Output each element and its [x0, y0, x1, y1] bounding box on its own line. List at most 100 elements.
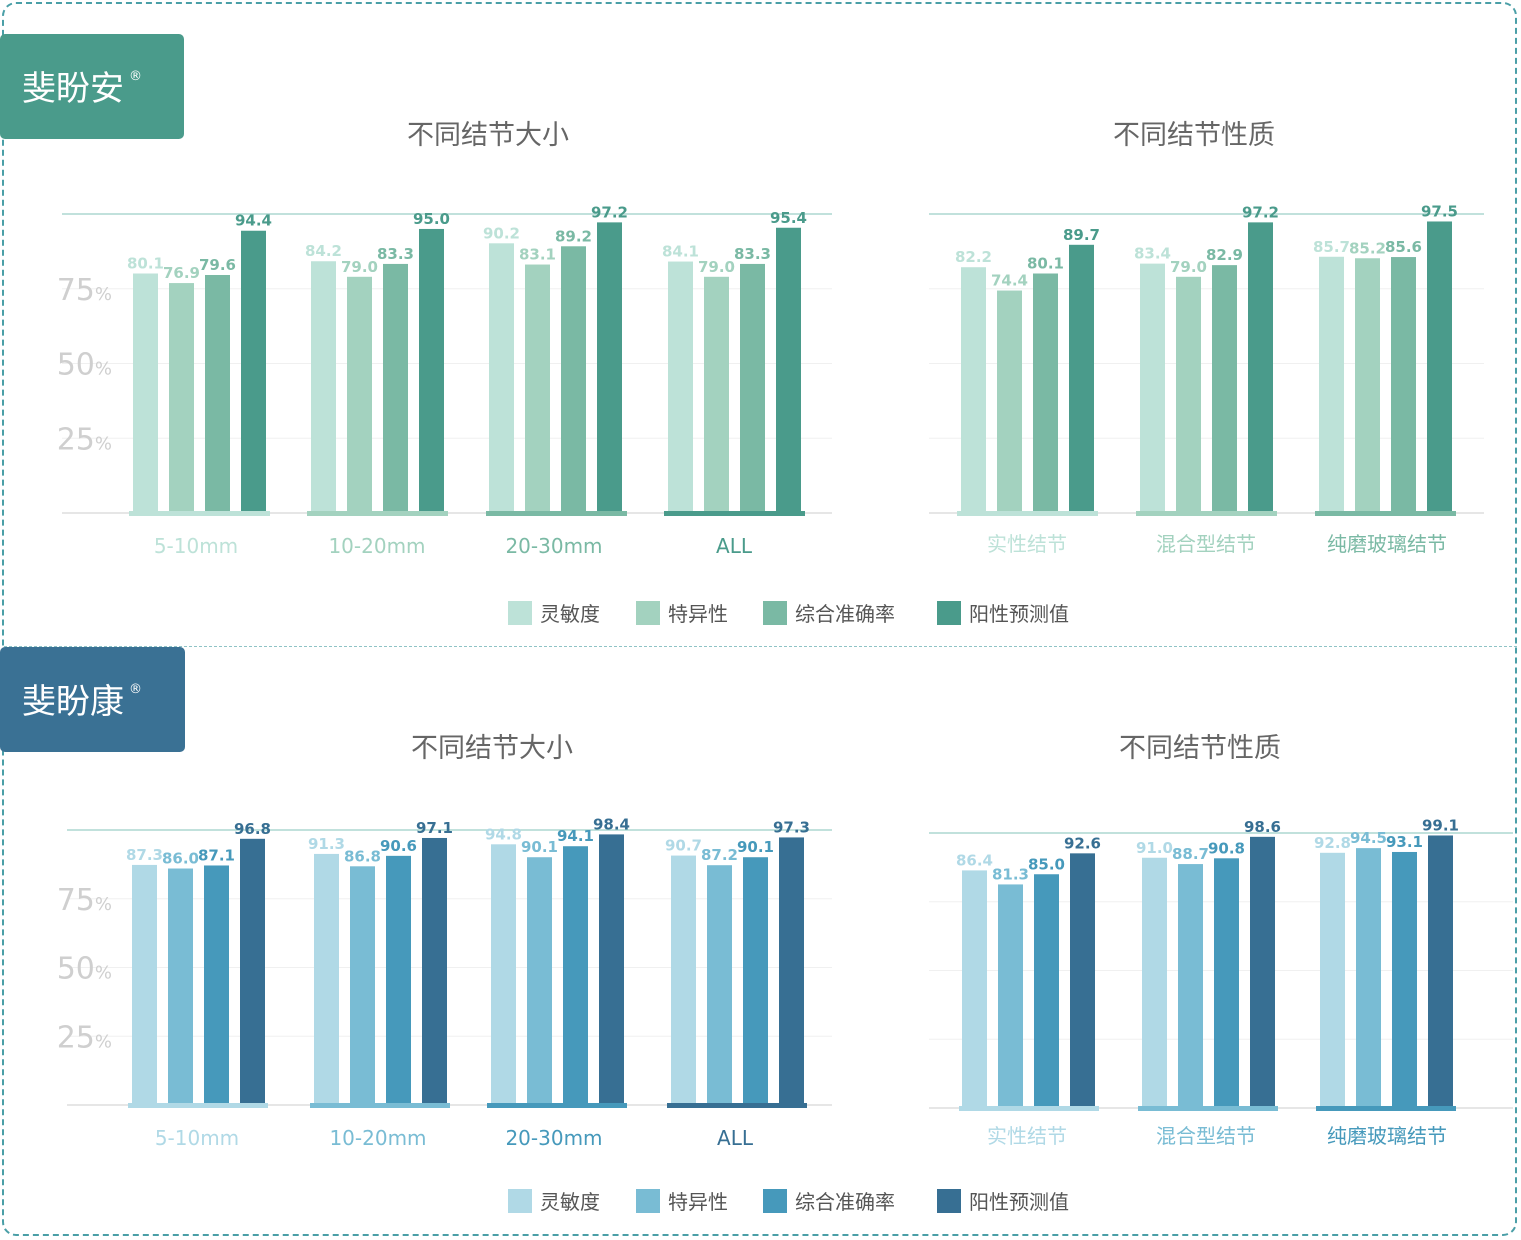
- legend-label: 灵敏度: [540, 602, 600, 626]
- bar: [314, 853, 339, 1105]
- bar: [561, 246, 586, 514]
- bar: [1392, 851, 1417, 1108]
- x-category-label: 混合型结节: [1156, 532, 1256, 556]
- y-tick-label: 75%: [57, 883, 112, 918]
- category-base-segment: [959, 1106, 1099, 1111]
- legend-swatch: [937, 601, 961, 625]
- x-category-label: 实性结节: [987, 1124, 1067, 1148]
- bar: [961, 267, 986, 513]
- bar: [1391, 257, 1416, 513]
- bar-value-label: 90.7: [665, 837, 702, 855]
- bar: [998, 884, 1023, 1108]
- bar-value-label: 95.4: [770, 209, 807, 227]
- chart-title: 不同结节大小: [407, 120, 569, 151]
- x-category-label: 纯磨玻璃结节: [1327, 532, 1447, 556]
- bar-value-label: 94.5: [1350, 829, 1387, 847]
- bar: [133, 273, 158, 513]
- y-tick-label: 25%: [57, 1020, 112, 1055]
- bar: [1142, 857, 1167, 1108]
- y-tick-label: 25%: [57, 422, 112, 457]
- bar-value-label: 83.1: [519, 246, 556, 264]
- category-base-segment: [487, 1103, 627, 1108]
- bar: [668, 261, 693, 513]
- category-base-segment: [664, 511, 805, 516]
- bar-value-label: 97.2: [591, 203, 628, 221]
- legend-label: 灵敏度: [540, 1190, 600, 1214]
- legend-label: 综合准确率: [795, 602, 895, 626]
- x-category-label: 5-10mm: [154, 534, 238, 558]
- category-base-segment: [129, 511, 270, 516]
- bar: [489, 243, 514, 513]
- bar: [1248, 222, 1273, 513]
- bar-value-label: 97.3: [773, 818, 810, 836]
- category-base-segment: [128, 1103, 268, 1108]
- bar-value-label: 87.3: [126, 846, 163, 864]
- bar-value-label: 87.1: [198, 846, 235, 864]
- bar-value-label: 90.1: [521, 838, 558, 856]
- bar-value-label: 98.4: [593, 815, 630, 833]
- bar-value-label: 83.3: [377, 245, 414, 263]
- bar: [1214, 858, 1239, 1108]
- bar: [1140, 263, 1165, 513]
- bar-value-label: 93.1: [1386, 833, 1423, 851]
- bar-value-label: 90.2: [483, 224, 520, 242]
- y-tick-label: 50%: [57, 348, 112, 383]
- bar: [205, 274, 230, 513]
- x-category-label: ALL: [717, 1126, 754, 1150]
- x-category-label: 10-20mm: [328, 534, 425, 558]
- bar: [491, 844, 516, 1105]
- category-base-segment: [1136, 511, 1277, 516]
- legend-swatch: [636, 601, 660, 625]
- bar-value-label: 79.6: [199, 256, 236, 274]
- bar: [1355, 258, 1380, 513]
- bar-value-label: 95.0: [413, 210, 450, 228]
- bar: [422, 837, 447, 1105]
- legend-swatch: [508, 601, 532, 625]
- legend-label: 阳性预测值: [969, 1190, 1069, 1214]
- bar: [347, 276, 372, 513]
- bar-value-label: 84.1: [662, 243, 699, 261]
- bar-value-label: 97.1: [416, 819, 453, 837]
- y-tick-label: 75%: [57, 273, 112, 308]
- brand-badge: [0, 647, 185, 752]
- bar-value-label: 84.2: [305, 242, 342, 260]
- bar: [1069, 244, 1094, 513]
- bar: [527, 857, 552, 1105]
- legend-swatch: [508, 1189, 532, 1213]
- legend-label: 特异性: [668, 1190, 728, 1214]
- bar: [740, 263, 765, 513]
- bar: [386, 855, 411, 1105]
- bar-value-label: 94.8: [485, 825, 522, 843]
- category-base-segment: [307, 511, 448, 516]
- bar-value-label: 79.0: [1170, 258, 1207, 276]
- bar: [704, 276, 729, 513]
- bar-value-label: 82.9: [1206, 246, 1243, 264]
- bar-value-label: 91.3: [308, 835, 345, 853]
- bar-value-label: 81.3: [992, 865, 1029, 883]
- bar: [168, 868, 193, 1105]
- bar-value-label: 86.8: [344, 847, 381, 865]
- y-tick-label: 50%: [57, 952, 112, 987]
- bar-value-label: 79.0: [341, 258, 378, 276]
- x-category-label: 混合型结节: [1156, 1124, 1256, 1148]
- bar: [1178, 864, 1203, 1108]
- bar-value-label: 90.8: [1208, 839, 1245, 857]
- bar: [350, 866, 375, 1105]
- bar-value-label: 94.1: [557, 827, 594, 845]
- bar-value-label: 92.6: [1064, 834, 1101, 852]
- bar: [1212, 265, 1237, 513]
- bar: [599, 834, 624, 1105]
- x-category-label: 20-30mm: [505, 1126, 602, 1150]
- bar: [707, 865, 732, 1105]
- brand-name: 斐盼安: [22, 69, 124, 109]
- bar-value-label: 89.7: [1063, 226, 1100, 244]
- bar-value-label: 89.2: [555, 227, 592, 245]
- bar-value-label: 90.6: [380, 837, 417, 855]
- bar-value-label: 85.7: [1313, 238, 1350, 256]
- bar-value-label: 94.4: [235, 212, 272, 230]
